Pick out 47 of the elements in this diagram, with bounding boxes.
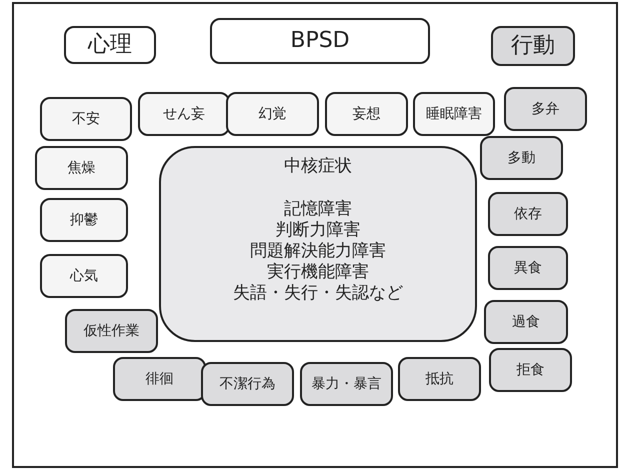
- symptom-box: [40, 97, 132, 141]
- symptom-box: [484, 300, 568, 344]
- symptom-box: [489, 348, 572, 392]
- box-label: 心気: [70, 268, 98, 284]
- symptom-box: [226, 92, 319, 136]
- symptom-box: [300, 362, 393, 406]
- box-label: 妄想: [352, 106, 380, 122]
- symptom-box: [504, 87, 587, 131]
- symptom-list: 記憶障害判断力障害問題解決能力障害実行機能障害失語・失行・失認など: [233, 199, 403, 304]
- box-label: 心理: [88, 32, 132, 58]
- symptom-box: [40, 254, 128, 298]
- symptom-box: [65, 309, 158, 353]
- symptom-box: [113, 357, 206, 401]
- symptom-box: [480, 136, 563, 180]
- box-label: 暴力・暴言: [312, 376, 382, 392]
- box-label: 仮性作業: [84, 324, 140, 338]
- symptom-box: [40, 198, 128, 242]
- symptom-box: [201, 362, 294, 406]
- box-label: 多弁: [532, 102, 560, 116]
- symptom-box: [488, 246, 568, 290]
- box-label: 多動: [508, 150, 536, 166]
- box-label: 依存: [514, 206, 542, 222]
- core-symptom-box: [159, 146, 477, 342]
- heading-box: [491, 26, 575, 66]
- box-label: 不潔行為: [220, 376, 276, 392]
- box-label: 異食: [514, 260, 542, 276]
- symptom-box: [413, 92, 495, 136]
- symptom-box: [488, 192, 568, 236]
- symptom-box: [35, 146, 128, 190]
- box-label: 過食: [512, 314, 540, 330]
- heading-box: [64, 26, 156, 64]
- box-label: 抵抗: [426, 372, 454, 386]
- box-heading: 中核症状: [284, 156, 352, 177]
- box-label: BPSD: [290, 28, 350, 54]
- symptom-box: [398, 357, 481, 401]
- heading-box: [210, 18, 430, 64]
- box-label: 不安: [72, 112, 100, 126]
- symptom-box: [325, 92, 408, 136]
- box-label: 睡眠障害: [426, 106, 482, 122]
- box-label: 幻覚: [258, 106, 286, 122]
- symptom-box: [138, 92, 230, 136]
- box-label: せん妄: [163, 106, 205, 122]
- box-label: 行動: [511, 33, 555, 59]
- box-label: 拒食: [516, 362, 544, 378]
- box-label: 抑鬱: [70, 212, 98, 228]
- box-label: 徘徊: [146, 372, 174, 386]
- box-label: 焦燥: [68, 160, 96, 176]
